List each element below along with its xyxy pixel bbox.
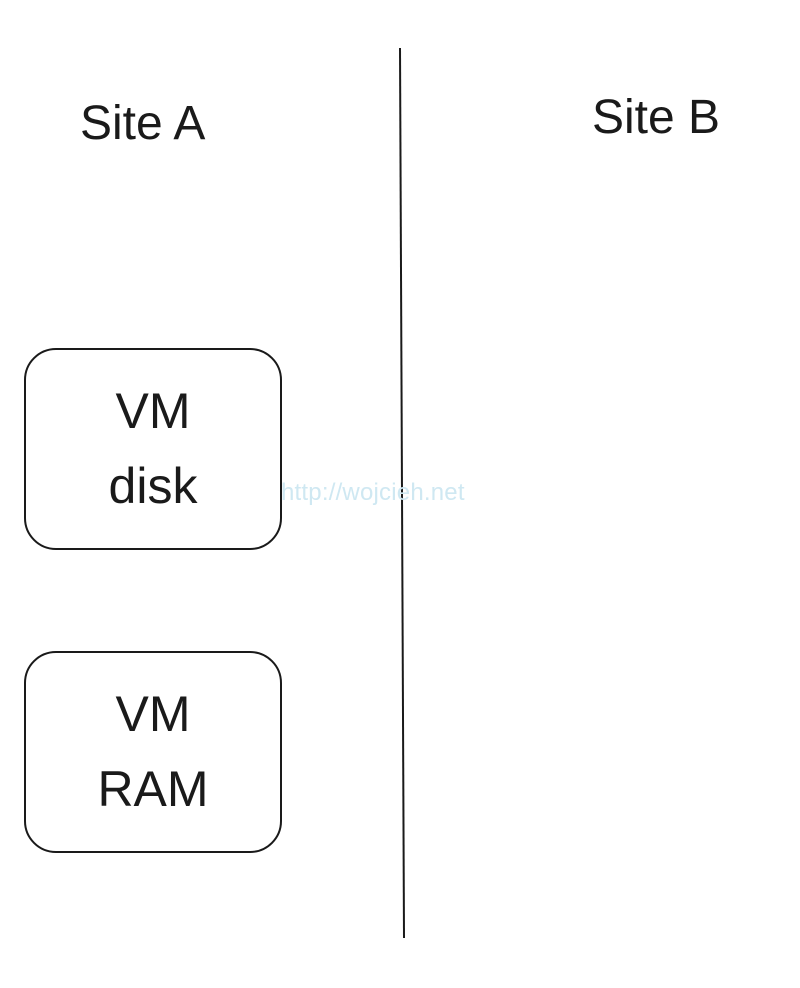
site-a-label: Site A	[80, 97, 206, 150]
vm-disk-box-subtitle: disk	[108, 458, 198, 514]
vm-disk-box-title: VM	[115, 383, 191, 439]
vm-ram-box-subtitle: RAM	[97, 761, 209, 817]
site-b-label: Site B	[592, 91, 721, 144]
vm-ram-box: VM RAM	[24, 651, 282, 853]
vm-ram-box-title: VM	[115, 686, 191, 742]
vm-disk-box: VM disk	[24, 348, 282, 550]
watermark-text: http://wojcieh.net	[281, 479, 465, 506]
